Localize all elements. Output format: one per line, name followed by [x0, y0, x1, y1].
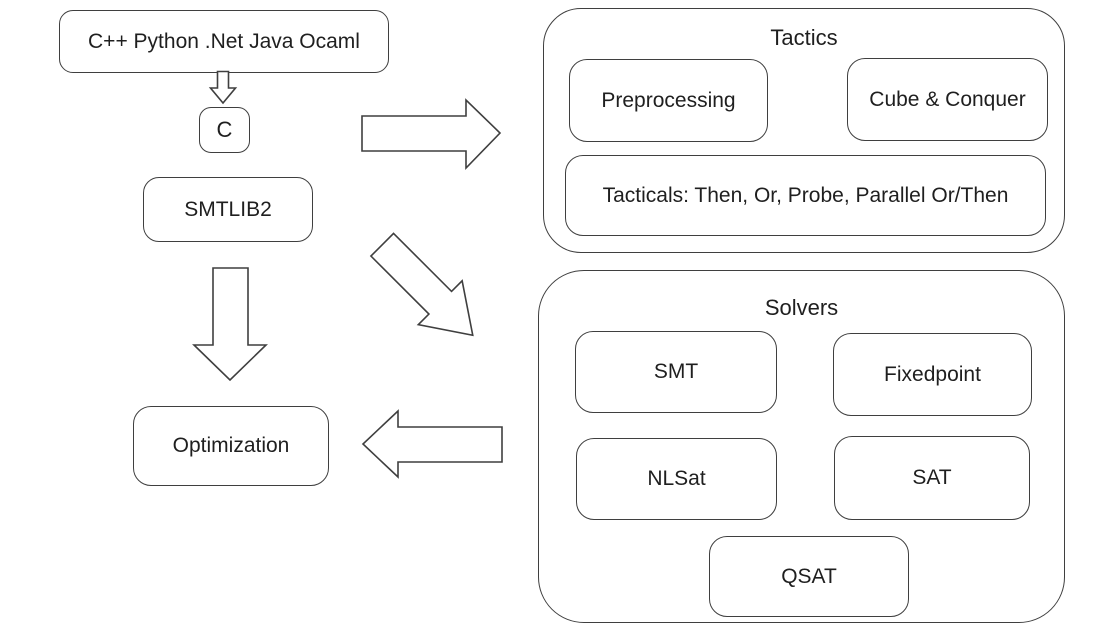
group-solvers: Solvers SMT Fixedpoint NLSat SAT QSAT: [538, 270, 1065, 623]
node-fixedpoint-label: Fixedpoint: [884, 362, 981, 386]
node-nlsat: NLSat: [576, 438, 777, 520]
node-optimization: Optimization: [133, 406, 329, 486]
group-solvers-title: Solvers: [764, 295, 839, 320]
node-c-api: C: [199, 107, 250, 153]
node-cube-and-conquer-label: Cube & Conquer: [869, 87, 1026, 111]
node-qsat: QSAT: [709, 536, 909, 617]
node-smtlib2: SMTLIB2: [143, 177, 313, 242]
group-tactics-title: Tactics: [770, 25, 838, 50]
node-nlsat-label: NLSat: [647, 467, 706, 491]
node-preprocessing-label: Preprocessing: [601, 88, 736, 112]
arrow-right-icon: [361, 98, 502, 170]
node-fixedpoint: Fixedpoint: [833, 333, 1032, 416]
group-tactics: Tactics Preprocessing Cube & Conquer Tac…: [543, 8, 1065, 253]
arrow-left-icon: [361, 409, 503, 479]
node-smt-label: SMT: [653, 360, 699, 384]
node-qsat-label: QSAT: [781, 564, 837, 588]
node-sat-label: SAT: [912, 466, 952, 490]
node-language-bindings-label: C++ Python .Net Java Ocaml: [88, 29, 360, 53]
arrow-down-small-icon: [205, 70, 241, 105]
node-preprocessing: Preprocessing: [569, 59, 768, 142]
node-tacticals-label: Tacticals: Then, Or, Probe, Parallel Or/…: [602, 183, 1009, 207]
arrow-down-large-icon: [192, 267, 268, 382]
node-c-api-label: C: [216, 116, 233, 142]
node-language-bindings: C++ Python .Net Java Ocaml: [59, 10, 389, 73]
arrow-diagonal-icon: [355, 222, 500, 358]
node-tacticals: Tacticals: Then, Or, Probe, Parallel Or/…: [565, 155, 1046, 236]
node-cube-and-conquer: Cube & Conquer: [847, 58, 1048, 141]
node-smt: SMT: [575, 331, 777, 413]
node-optimization-label: Optimization: [172, 434, 290, 458]
node-sat: SAT: [834, 436, 1030, 520]
node-smtlib2-label: SMTLIB2: [184, 197, 272, 221]
